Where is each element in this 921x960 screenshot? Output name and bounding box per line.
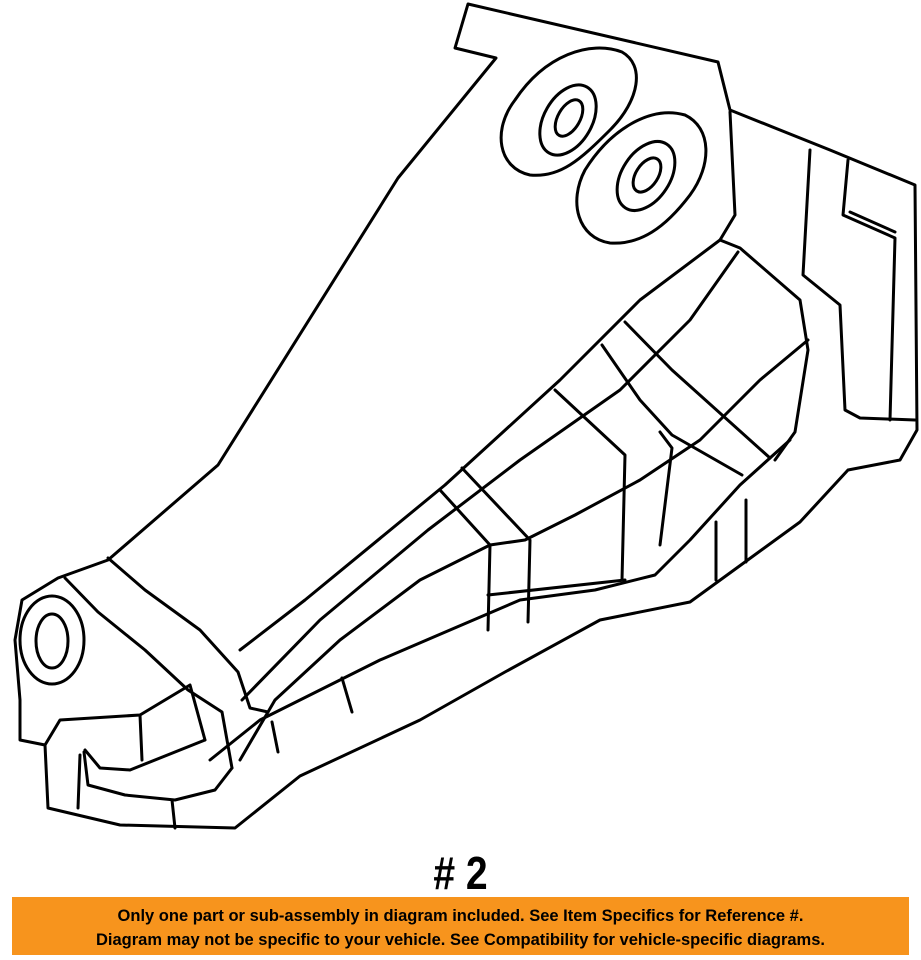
cross-rib-1 (623, 320, 772, 460)
right-flange-cross (848, 210, 897, 234)
rib-bottom-long (208, 438, 792, 762)
upper-boss-1 (499, 46, 638, 177)
cross-rib-5 (460, 466, 532, 624)
right-flange-edge (718, 110, 810, 462)
lower-rib-1 (106, 556, 270, 714)
cross-rib-6 (438, 488, 492, 632)
rib-upper-long (238, 238, 722, 652)
right-flange-inner (841, 158, 897, 422)
lower-rib-3 (43, 683, 207, 747)
rib-middle-long (240, 250, 740, 702)
lower-rib-6 (76, 753, 82, 810)
lower-rib-2 (63, 576, 234, 770)
lower-rib-8 (170, 798, 177, 830)
upper-boss-2-hole-inner (631, 156, 663, 194)
disclaimer-line-2: Diagram may not be specific to your vehi… (96, 931, 825, 949)
cross-rib-10 (340, 676, 354, 714)
right-flange-outer (801, 148, 917, 422)
upper-boss-1-hole-inner (553, 98, 585, 138)
upper-boss-1-hole-outer (538, 83, 598, 157)
lower-rib-5 (83, 738, 207, 772)
cross-rib-4 (658, 430, 674, 547)
cross-rib-2 (600, 343, 744, 477)
cross-rib-3 (553, 388, 627, 582)
lower-rib-7 (82, 750, 234, 802)
lower-boss-inner (34, 612, 70, 670)
disclaimer-line-1: Only one part or sub-assembly in diagram… (117, 907, 804, 925)
part-number-label: # 2 (433, 847, 488, 899)
upper-boss-2 (575, 111, 708, 245)
cross-rib-7 (486, 578, 627, 597)
lower-rib-4 (138, 713, 144, 762)
rib-lower-long (238, 338, 810, 762)
cross-rib-11 (270, 720, 280, 754)
disclaimer-banner: Only one part or sub-assembly in diagram… (12, 897, 909, 955)
lower-boss-outer (18, 594, 86, 686)
part-diagram (13, 2, 919, 830)
upper-boss-2-hole-outer (615, 140, 677, 212)
bracket-outline (13, 2, 919, 830)
